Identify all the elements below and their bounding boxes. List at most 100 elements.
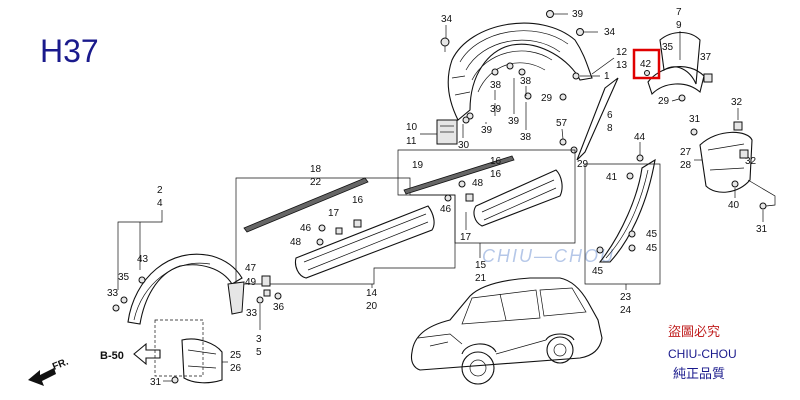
- callout-7: 7: [676, 7, 682, 18]
- callout-38: 38: [520, 132, 532, 143]
- clip-34-top: [440, 37, 450, 52]
- callout-2: 2: [157, 185, 163, 196]
- callout-4: 4: [157, 198, 163, 209]
- group-box-pillar: [584, 163, 661, 285]
- rear-door-strip: [403, 155, 515, 195]
- callout-9: 9: [676, 20, 682, 31]
- callout-17: 17: [460, 232, 472, 243]
- ref-arrow: [133, 342, 161, 366]
- callout-8: 8: [607, 123, 613, 134]
- callout-43: 43: [137, 254, 149, 265]
- callout-24: 24: [620, 305, 632, 316]
- callout-45: 45: [646, 243, 658, 254]
- group-box-front: [235, 177, 456, 285]
- pillar-garnish: [576, 77, 619, 161]
- front-label: FR.: [51, 356, 70, 372]
- callout-29: 29: [577, 159, 589, 170]
- splash-bracket: [436, 116, 470, 145]
- callout-34: 34: [604, 27, 616, 38]
- stamp-line2: CHIU-CHOU: [668, 347, 737, 361]
- callout-16: 16: [352, 195, 364, 206]
- callout-35: 35: [662, 42, 674, 53]
- callout-16: 16: [490, 156, 502, 167]
- front-arrow: [28, 368, 56, 386]
- callout-10: 10: [406, 122, 418, 133]
- callout-26: 26: [230, 363, 242, 374]
- clip-34-right: [576, 28, 598, 36]
- dashed-ref-box: [154, 319, 204, 377]
- ref-label: B-50: [100, 350, 124, 362]
- callout-33: 33: [246, 308, 258, 319]
- callout-47: 47: [245, 263, 257, 274]
- callout-29: 29: [541, 93, 553, 104]
- watermark: CHIU—CHOU: [482, 246, 615, 266]
- diagram-code: H37: [40, 33, 99, 69]
- liner-clips: [466, 62, 532, 120]
- callout-38: 38: [520, 76, 532, 87]
- callout-31: 31: [150, 377, 162, 388]
- callout-45: 45: [592, 266, 604, 277]
- callout-38: 38: [490, 80, 502, 91]
- group-box-rear: [397, 149, 576, 244]
- callout-11: 11: [406, 136, 417, 147]
- callout-45: 45: [646, 229, 658, 240]
- callout-23: 23: [620, 292, 632, 303]
- stamp-line1: 盜圖必究: [668, 325, 720, 340]
- callout-6: 6: [607, 110, 613, 121]
- callout-22: 22: [310, 177, 322, 188]
- callout-31: 31: [689, 114, 701, 125]
- rear-door-molding: [473, 169, 563, 227]
- callout-30: 30: [458, 140, 470, 151]
- fastener-49: [261, 275, 271, 297]
- callout-34: 34: [441, 14, 453, 25]
- callout-57: 57: [556, 118, 568, 129]
- callout-48: 48: [472, 178, 484, 189]
- callout-17: 17: [328, 208, 340, 219]
- callout-18: 18: [310, 164, 322, 175]
- callout-16: 16: [490, 169, 502, 180]
- rear-mudflap: [699, 131, 753, 193]
- rear-pillar-trim: [598, 158, 656, 263]
- callout-25: 25: [230, 350, 242, 361]
- callout-27: 27: [680, 147, 692, 158]
- callout-35: 35: [118, 272, 130, 283]
- highlight-box: [632, 48, 661, 80]
- callout-40: 40: [728, 200, 740, 211]
- callout-32: 32: [745, 156, 757, 167]
- callout-19: 19: [412, 160, 424, 171]
- screw-39-top: [546, 10, 568, 18]
- callout-1: 1: [604, 71, 610, 82]
- quarter-flare: [647, 31, 705, 96]
- callout-39: 39: [481, 125, 493, 136]
- callout-12: 12: [616, 47, 628, 58]
- callout-21: 21: [475, 273, 487, 284]
- front-mudflap: [181, 338, 223, 384]
- callout-46: 46: [440, 204, 452, 215]
- callout-3: 3: [256, 334, 262, 345]
- callout-28: 28: [680, 160, 692, 171]
- callout-44: 44: [634, 132, 646, 143]
- callout-42: 42: [640, 59, 652, 70]
- arch-end-cap: [227, 281, 245, 315]
- callout-5: 5: [256, 347, 262, 358]
- callout-49: 49: [245, 277, 257, 288]
- callout-39: 39: [490, 104, 502, 115]
- callout-37: 37: [700, 52, 712, 63]
- callout-31: 31: [756, 224, 768, 235]
- fender-liner: [447, 22, 593, 121]
- vehicle-illustration: [410, 277, 603, 385]
- callout-14: 14: [366, 288, 378, 299]
- front-wheel-arch: [127, 253, 243, 325]
- callout-29: 29: [658, 96, 670, 107]
- callout-32: 32: [731, 97, 743, 108]
- callout-41: 41: [606, 172, 618, 183]
- callout-15: 15: [475, 260, 487, 271]
- front-door-molding: [294, 205, 435, 279]
- callout-13: 13: [616, 60, 628, 71]
- callout-20: 20: [366, 301, 378, 312]
- callout-48: 48: [290, 237, 302, 248]
- front-door-strip: [243, 177, 369, 233]
- callout-39: 39: [572, 9, 584, 20]
